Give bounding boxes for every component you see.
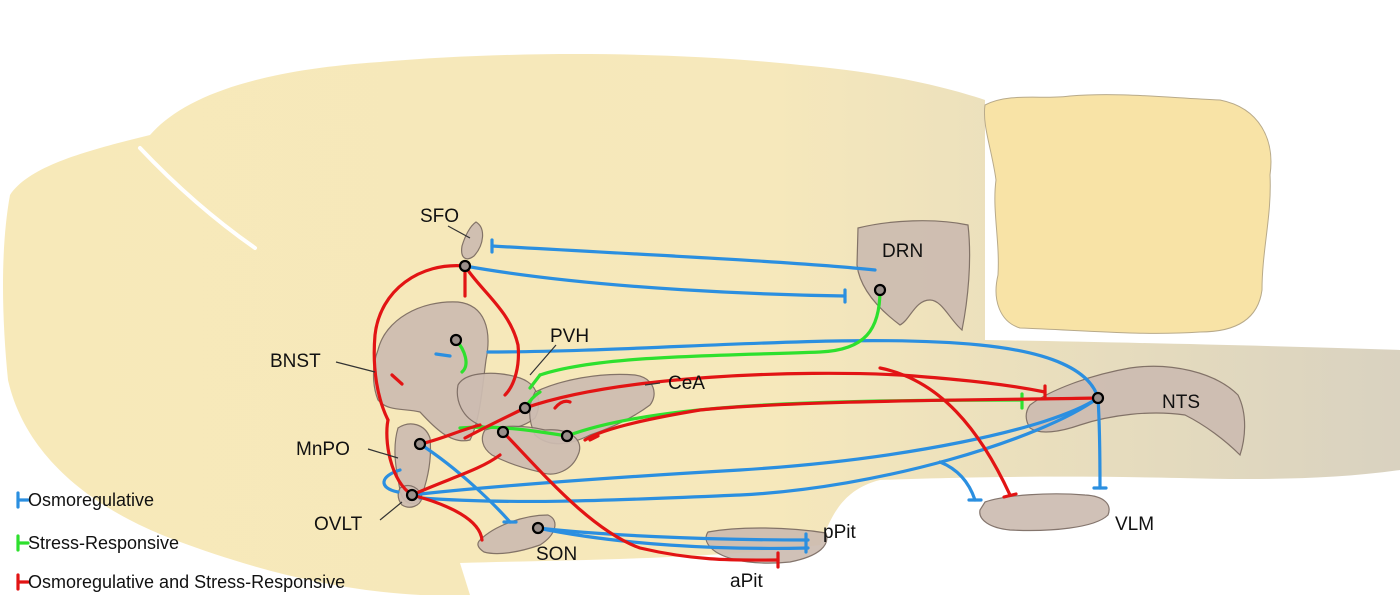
cerebellum xyxy=(983,94,1272,334)
drn-label: DRN xyxy=(882,241,923,262)
apit-label: aPit xyxy=(730,571,763,592)
ovlt-label: OVLT xyxy=(314,514,363,535)
osmoregulative-projections xyxy=(382,238,1108,554)
brain-silhouette xyxy=(3,54,1400,596)
ppit-label: pPit xyxy=(823,522,856,543)
sfo-label: SFO xyxy=(420,206,459,227)
vlm-label: VLM xyxy=(1115,514,1154,535)
bnst-label: BNST xyxy=(270,351,321,372)
legend-swatch-osmoregulative xyxy=(16,491,30,509)
legend-item-stress-responsive: Stress-Responsive xyxy=(16,533,179,553)
legend-label-osmoregulative: Osmoregulative xyxy=(28,490,154,510)
lower-hypothalamus-region xyxy=(481,425,581,475)
mnpo-cell xyxy=(413,437,427,451)
olfactory-sulcus xyxy=(138,146,257,250)
nts-cell xyxy=(1091,391,1105,405)
pituitary-region xyxy=(705,527,828,564)
sfo-cell xyxy=(458,259,472,273)
cea-cell xyxy=(560,429,574,443)
cell-bodies xyxy=(405,259,1105,535)
pvh-label: PVH xyxy=(550,326,589,347)
legend-label-both: Osmoregulative and Stress-Responsive xyxy=(28,572,345,592)
son-cell xyxy=(531,521,545,535)
osmoregulative-and-stress-responsive-projections xyxy=(372,264,1100,569)
legend-swatch-both xyxy=(16,573,30,591)
pvh-cell xyxy=(518,401,532,415)
legend-item-both: Osmoregulative and Stress-Responsive xyxy=(16,572,345,592)
legend-item-osmoregulative: Osmoregulative xyxy=(16,490,154,510)
sfo-region xyxy=(461,221,484,260)
vlm-region xyxy=(979,493,1110,532)
legend-label-stress-responsive: Stress-Responsive xyxy=(28,533,179,553)
ovlt-cell xyxy=(405,488,419,502)
nts-region xyxy=(1025,365,1246,457)
legend: Osmoregulative Stress-Responsive Osmoreg… xyxy=(16,490,345,592)
mnpo-label: MnPO xyxy=(296,439,350,460)
label-leaders xyxy=(335,225,661,521)
nts-label: NTS xyxy=(1162,392,1200,413)
son-label: SON xyxy=(536,544,577,565)
bnst-cell xyxy=(449,333,463,347)
hypothalamus-cell xyxy=(496,425,510,439)
drn-cell xyxy=(873,283,887,297)
cea-label: CeA xyxy=(668,373,705,394)
legend-swatch-stress-responsive xyxy=(16,534,30,552)
drn-region xyxy=(856,220,971,332)
